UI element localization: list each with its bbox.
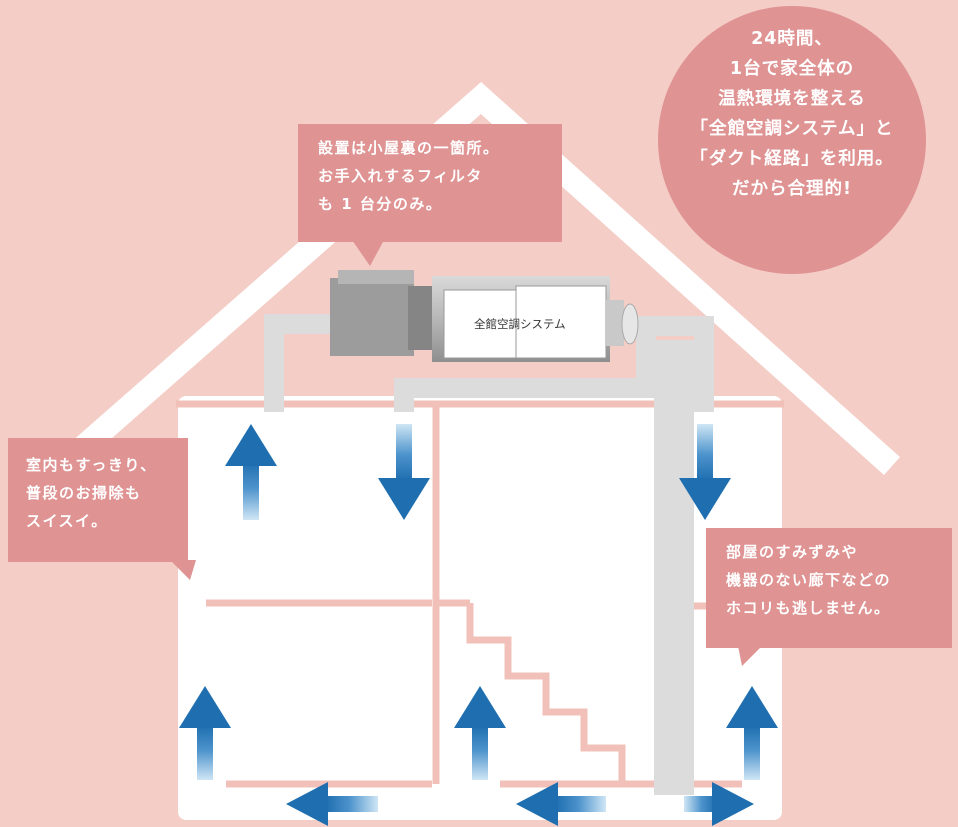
callout-tail <box>738 646 762 666</box>
callout-text-line: スイスイ。 <box>26 512 108 530</box>
airflow-arrow-down <box>378 424 430 520</box>
callout-tail <box>170 560 196 580</box>
airflow-arrow-up <box>454 686 506 780</box>
callout-cleaning: 室内もすっきり、普段のお掃除もスイスイ。 <box>8 438 188 562</box>
airflow-arrow-left <box>516 782 606 826</box>
airflow-arrow-left <box>286 782 378 826</box>
callout-corners: 部屋のすみずみや機器のない廊下などのホコリも逃しません。 <box>706 528 952 648</box>
roof-outline <box>54 81 901 476</box>
airflow-arrow-down <box>679 424 731 520</box>
airflow-arrow-up <box>726 686 778 780</box>
system-unit-label: 全館空調システム <box>474 317 566 331</box>
summary-text-line: 温熱環境を整える <box>718 89 866 109</box>
callout-tail <box>352 240 384 266</box>
house-interior <box>178 396 782 820</box>
callout-text-line: ホコリも逃しません。 <box>726 599 891 617</box>
airflow-arrow-right <box>684 782 754 826</box>
summary-text-line: 「全館空調システム」と <box>690 119 894 139</box>
callout-text-line: も 1 台分のみ。 <box>318 195 443 213</box>
callout-text-line: 機器のない廊下などの <box>726 571 892 589</box>
callout-text-line: 普段のお掃除も <box>26 484 142 502</box>
callout-text-line: お手入れするフィルタ <box>318 167 483 185</box>
summary-text-line: 1台で家全体の <box>729 59 855 79</box>
summary-text-line: 「ダクト経路」を利用。 <box>690 149 894 169</box>
callout-text-line: 室内もすっきり、 <box>26 456 157 474</box>
callout-installation: 設置は小屋裏の一箇所。お手入れするフィルタも 1 台分のみ。 <box>298 124 562 242</box>
callout-text-line: 部屋のすみずみや <box>726 543 859 561</box>
callout-text-line: 設置は小屋裏の一箇所。 <box>318 139 500 157</box>
airflow-arrow-up <box>225 424 277 520</box>
summary-text-line: だから合理的! <box>732 179 852 199</box>
summary-text-line: 24時間、 <box>751 29 833 49</box>
duct-network <box>264 314 714 795</box>
airflow-arrow-up <box>179 686 231 780</box>
summary-circle: 24時間、 1台で家全体の温熱環境を整える「全館空調システム」と「ダクト経路」を利… <box>658 6 926 274</box>
air-conditioning-unit <box>330 270 639 362</box>
